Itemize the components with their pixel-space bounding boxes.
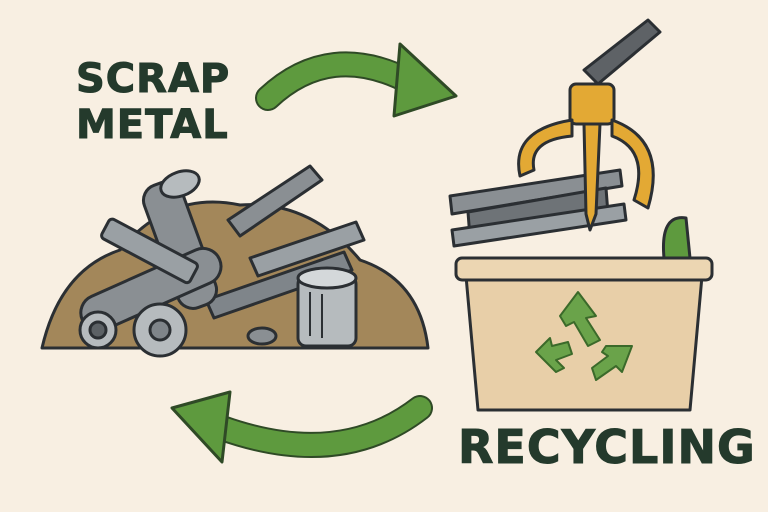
- scrap-metal-label: SCRAP METAL: [75, 56, 231, 149]
- bottom-arrow-icon: [170, 390, 433, 464]
- steel-beam-icon: [448, 168, 628, 248]
- recycling-label: RECYCLING: [458, 420, 756, 474]
- scrap-metal-label-line1: SCRAP: [75, 56, 231, 103]
- scrap-metal-label-line2: METAL: [75, 102, 229, 149]
- crane-claw-icon: [517, 82, 655, 232]
- recycle-symbol-icon: [535, 291, 633, 381]
- top-arrow-icon: [255, 42, 458, 118]
- recycling-bin-icon: [454, 216, 714, 412]
- crane-arm-icon: [582, 18, 662, 86]
- scrap-pile-icon: [40, 164, 430, 358]
